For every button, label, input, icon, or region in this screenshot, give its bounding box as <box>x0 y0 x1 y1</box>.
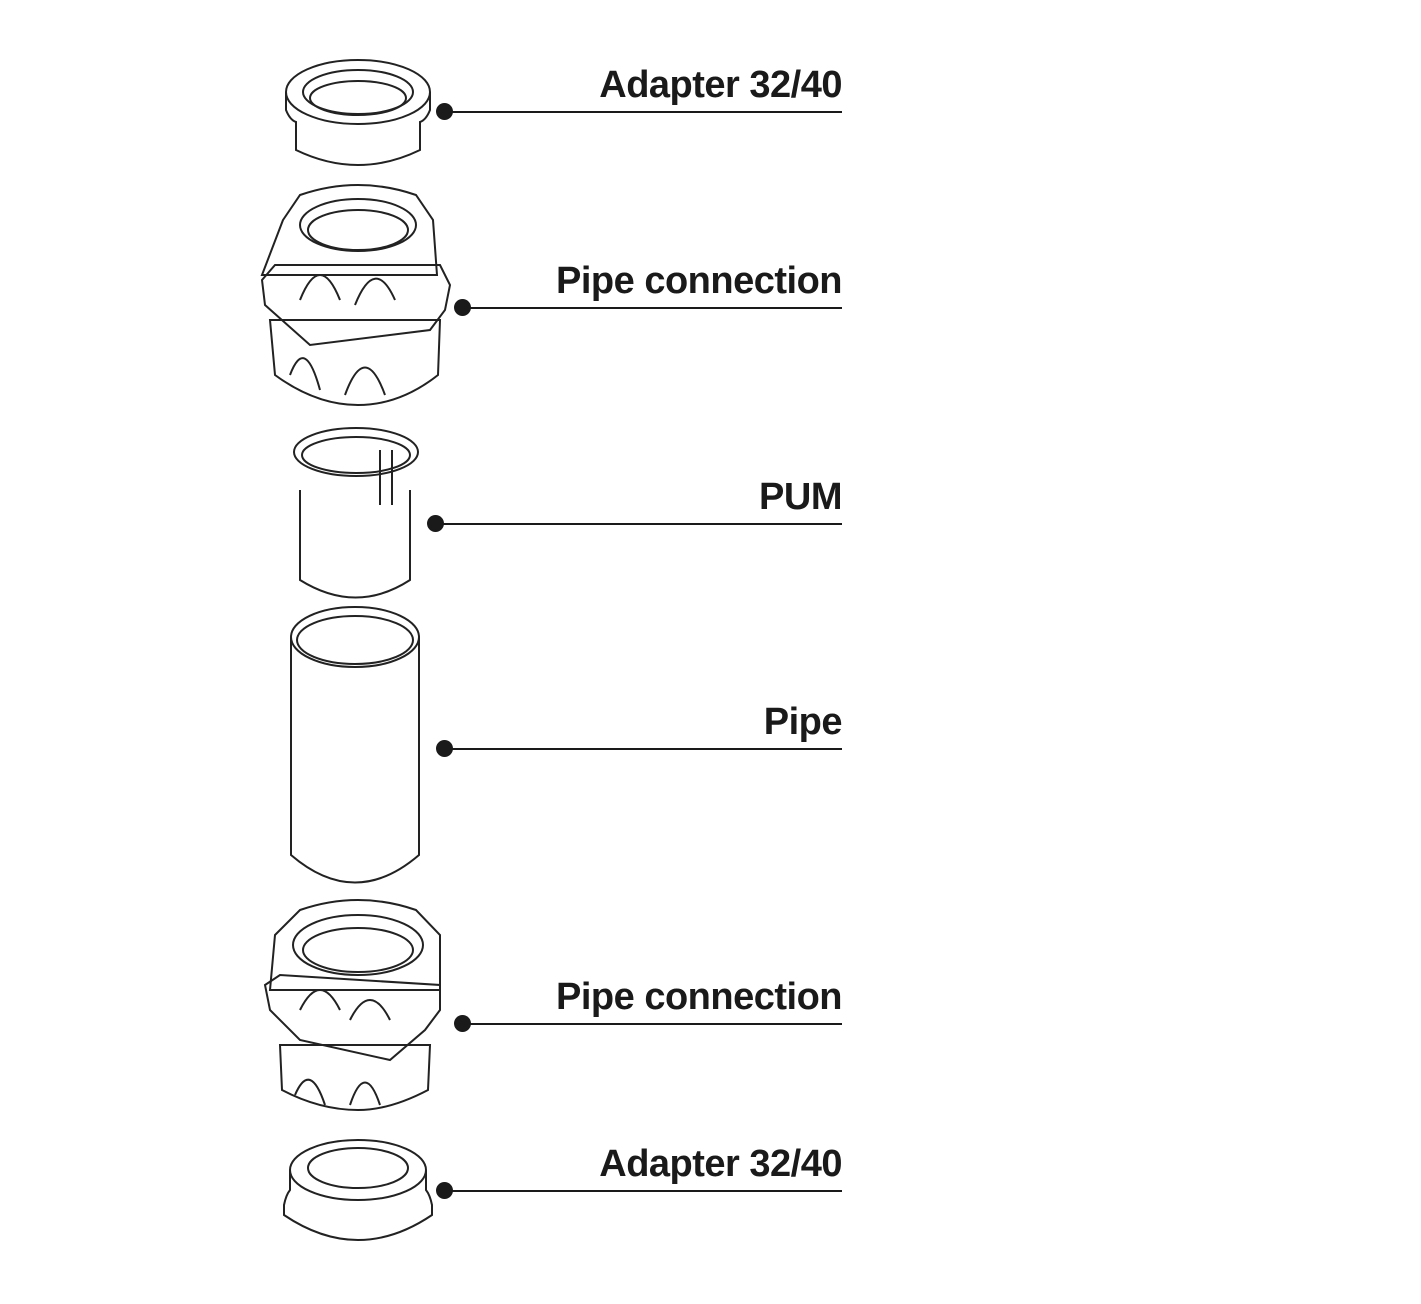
label-adapter-bottom: Adapter 32/40 <box>599 1143 842 1185</box>
callout-pipe-connection-bottom: Pipe connection <box>0 976 842 1032</box>
leader-dot <box>454 299 471 316</box>
pipe-connection-bottom <box>263 899 441 1112</box>
pum <box>293 427 419 599</box>
leader-line <box>444 748 842 750</box>
leader-line <box>444 111 842 113</box>
adapter-bottom <box>283 1139 433 1241</box>
label-pipe: Pipe <box>763 701 843 743</box>
leader-dot <box>427 515 444 532</box>
callout-pipe: Pipe <box>0 701 843 757</box>
leader-dot <box>436 740 453 757</box>
leader-line <box>462 1023 842 1025</box>
pipe <box>290 606 420 884</box>
adapter-top <box>285 59 431 166</box>
leader-line <box>444 1190 842 1192</box>
label-pum: PUM <box>759 476 842 518</box>
callout-pipe-connection-top: Pipe connection <box>0 260 842 316</box>
callout-pum: PUM <box>0 476 842 532</box>
leader-line <box>462 307 842 309</box>
callout-adapter-top: Adapter 32/40 <box>0 64 842 120</box>
leader-dot <box>436 1182 453 1199</box>
leader-dot <box>454 1015 471 1032</box>
pipe-connection-top <box>260 184 452 407</box>
label-pipe-connection-top: Pipe connection <box>556 260 842 302</box>
callout-adapter-bottom: Adapter 32/40 <box>0 1143 842 1199</box>
leader-dot <box>436 103 453 120</box>
label-adapter-top: Adapter 32/40 <box>599 64 842 106</box>
label-pipe-connection-bottom: Pipe connection <box>556 976 842 1018</box>
leader-line <box>435 523 842 525</box>
